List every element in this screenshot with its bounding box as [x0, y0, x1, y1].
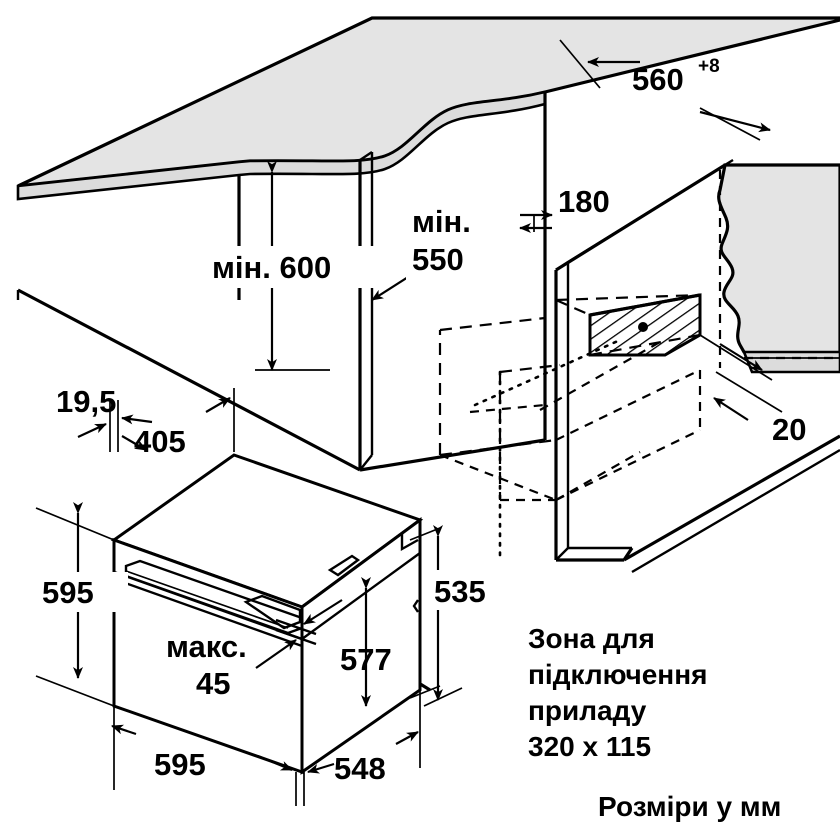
label-560-tolerance: +8 — [698, 56, 720, 77]
label-405: 405 — [134, 424, 186, 459]
dotted-reference-lines — [473, 338, 622, 562]
dim-niche-width: 560 +8 — [559, 39, 771, 141]
connection-zone-line1: Зона для — [528, 623, 655, 654]
dim-offset-180: 180 — [519, 184, 610, 233]
dim-appliance-width: 595 — [111, 706, 305, 806]
label-min-600: мін. 600 — [212, 250, 331, 285]
dim-body-depth-535: 535 — [409, 525, 522, 707]
units-note: Розміри у мм — [598, 791, 781, 822]
niche-cabinet — [16, 92, 840, 692]
label-min-550-line1: мін. — [412, 204, 471, 239]
label-max-45-line2: 45 — [196, 666, 230, 701]
label-180: 180 — [558, 184, 610, 219]
label-595-height: 595 — [42, 575, 94, 610]
label-548: 548 — [334, 751, 386, 786]
connection-zone-line4: 320 x 115 — [528, 731, 651, 762]
dim-body-depth-548: 548 — [307, 690, 421, 786]
dim-niche-height-min: мін. 600 — [196, 161, 392, 371]
connection-zone-line2: підключення — [528, 659, 707, 690]
label-535: 535 — [434, 574, 486, 609]
connection-zone-line3: приладу — [528, 695, 647, 726]
connection-zone-note: Зона для підключення приладу 320 x 115 — [528, 623, 707, 762]
label-560: 560 — [632, 62, 684, 97]
label-577: 577 — [340, 642, 392, 677]
oven-appliance — [110, 453, 424, 775]
dim-panel-thickness: 19,5 — [56, 384, 153, 452]
label-595-width: 595 — [154, 747, 206, 782]
label-19-5: 19,5 — [56, 384, 116, 419]
dim-door-front-depth: 405 — [121, 388, 235, 459]
dim-door-gap-max: макс. 45 — [166, 599, 343, 701]
dim-rear-gap-20: 20 — [699, 334, 806, 447]
label-20: 20 — [772, 412, 806, 447]
hidden-edges — [438, 170, 840, 502]
dim-appliance-height: 595 — [35, 502, 128, 707]
dim-niche-depth-min: мін. 550 — [371, 200, 516, 301]
label-max-45-line1: макс. — [166, 629, 247, 664]
label-min-550-line2: 550 — [412, 242, 464, 277]
dim-body-height: 577 — [340, 577, 392, 707]
